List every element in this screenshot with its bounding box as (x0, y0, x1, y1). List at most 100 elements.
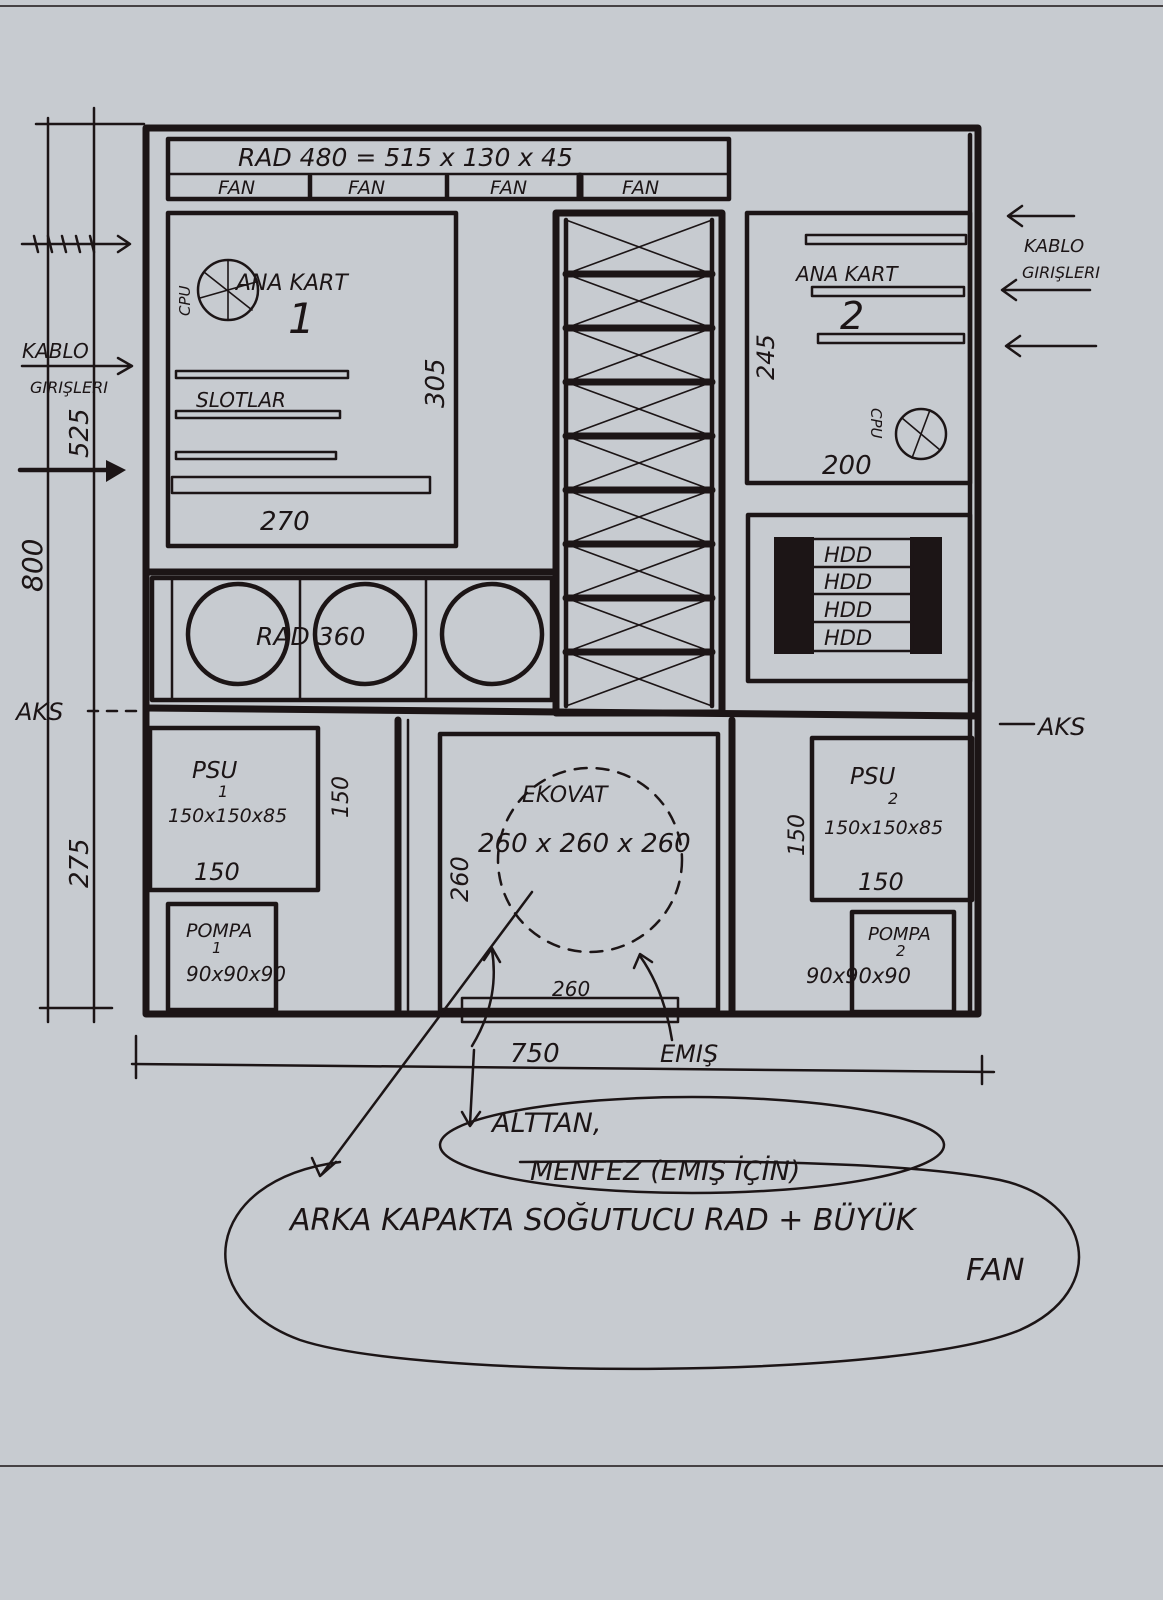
cable-entries-left: KABLO GIRIŞLERI (17, 234, 134, 482)
cpu-fan-blade (199, 281, 257, 299)
cpu-fan-icon (894, 407, 948, 461)
rad360-fan-icon (439, 581, 545, 687)
psu1-title: PSU (192, 758, 237, 784)
hdd-cage-right-rail (910, 537, 942, 654)
hdd-label-1: HDD (824, 543, 872, 567)
column-brace (565, 381, 713, 437)
vent-arrowhead (460, 1110, 482, 1128)
psu1-size: 150x150x85 (168, 805, 287, 827)
psu2-number: 2 (888, 789, 898, 808)
note-back-cover: ARKA KAPAKTA SOĞUTUCU RAD + BÜYÜK FAN (224, 1159, 1081, 1371)
hdd-label-4: HDD (824, 626, 872, 650)
fan-label-3: FAN (490, 177, 527, 199)
total-height-dim: 800 (16, 539, 49, 592)
axis-divider (142, 704, 982, 720)
column-brace (565, 543, 713, 599)
upper-height-dim: 525 (65, 408, 95, 458)
cable-arrow (1004, 334, 1098, 358)
axis-right-label: AKS (1036, 713, 1085, 741)
column-brace (565, 489, 713, 545)
mb1-width-dim: 270 (260, 507, 310, 537)
intake-arrowhead (482, 946, 502, 964)
cable-arrow (20, 356, 134, 376)
pump1-size: 90x90x90 (186, 962, 286, 986)
pump-1: POMPA 1 90x90x90 (165, 901, 286, 1013)
pump1-outline (165, 901, 279, 1013)
hdd-cage-outline (745, 512, 973, 684)
column-brace (565, 651, 713, 707)
ekovat-fan-icon (496, 766, 684, 954)
pump-2: POMPA 2 90x90x90 (806, 909, 957, 1015)
psu2-size: 150x150x85 (824, 817, 943, 839)
mb1-outline (165, 210, 459, 549)
note-bottom-vent-line2: MENFEZ (EMIŞ İÇİN) (530, 1155, 800, 1187)
ekovat-title: EKOVAT (522, 783, 609, 808)
cpu-fan-blade (911, 409, 931, 459)
pump2-title: POMPA (868, 924, 931, 945)
pcie-slot-long (170, 475, 432, 495)
horizontal-dimension: 750 (130, 1034, 996, 1086)
cable-entries-right: KABLO GIRIŞLERI (1000, 204, 1100, 358)
cable-right-label-1: KABLO (1024, 236, 1084, 257)
fan-label-4: FAN (622, 177, 659, 199)
fan-label-1: FAN (218, 177, 255, 199)
column-brace (565, 273, 713, 329)
psu2-title: PSU (850, 764, 895, 790)
ram-slot (810, 285, 966, 298)
mb1-number: 1 (288, 294, 315, 343)
rad480-outline (165, 136, 732, 202)
intake-arrow-left (470, 948, 495, 1048)
rad360-group: RAD 360 (142, 568, 560, 703)
back-cover-pointer (320, 890, 534, 1176)
ekovat-size: 260 x 260 x 260 (478, 829, 691, 859)
rad360-fan-icon (185, 581, 291, 687)
pcie-slot (174, 450, 338, 461)
axis-line: AKS AKS (14, 698, 1085, 741)
rad480-label: RAD 480 = 515 x 130 x 45 (238, 143, 573, 172)
cable-arrow-hatch (32, 234, 96, 254)
vent-pointer (468, 1048, 476, 1126)
psu2-outline (809, 735, 975, 903)
rad360-label: RAD 360 (256, 622, 365, 651)
pump2-outline (849, 909, 957, 1015)
bottom-vent (460, 996, 680, 1024)
pump1-number: 1 (212, 939, 222, 957)
psu-2: PSU 2 150x150x85 150 150 (785, 735, 975, 903)
note-bottom-vent-bubble (438, 1095, 946, 1195)
ekovat-outline (437, 731, 721, 1013)
pcie-slot (174, 409, 342, 420)
column-brace (565, 219, 713, 275)
pcie-slot (174, 369, 350, 380)
ram-slot (804, 233, 968, 246)
hdd-label-3: HDD (824, 598, 872, 622)
note-back-cover-bubble (224, 1159, 1081, 1371)
ekovat-unit: EKOVAT 260 x 260 x 260 260 260 EMIŞ (310, 731, 721, 1178)
cable-right-label-2: GIRIŞLERI (1022, 263, 1100, 282)
ekovat-height-dim: 260 (446, 856, 474, 902)
rad360-outline (149, 575, 555, 703)
psu1-width-dim: 150 (194, 858, 240, 886)
rad480-group: RAD 480 = 515 x 130 x 45 FAN FAN FAN FAN (165, 136, 732, 202)
mb2-outline (744, 210, 973, 486)
mb2-title: ANA KART (794, 262, 899, 286)
column-brace (565, 327, 713, 383)
hdd-cage: HDD HDD HDD HDD (745, 512, 973, 684)
axis-left-label: AKS (14, 698, 63, 726)
cable-arrowhead (106, 460, 126, 482)
note-back-cover-line2: FAN (966, 1253, 1024, 1288)
pump1-title: POMPA (186, 920, 252, 942)
dim-line-total-width (130, 1062, 996, 1074)
fan-label-2: FAN (348, 177, 385, 199)
mb2-height-dim: 245 (752, 334, 780, 380)
rad360-fan-icon (312, 581, 418, 687)
hdd-cage-left-rail (774, 537, 814, 654)
motherboard-1: CPU ANA KART 1 SLOTLAR 305 270 (165, 210, 459, 549)
note-bottom-vent-line1: ALTTAN, (490, 1108, 601, 1139)
center-cable-column (552, 209, 726, 717)
psu2-width-dim: 150 (858, 868, 904, 896)
note-back-cover-line1: ARKA KAPAKTA SOĞUTUCU RAD + BÜYÜK (288, 1201, 918, 1238)
cable-arrow (1006, 204, 1076, 228)
cable-arrow (20, 234, 132, 254)
bottom-vent-width: 260 (552, 977, 590, 1001)
